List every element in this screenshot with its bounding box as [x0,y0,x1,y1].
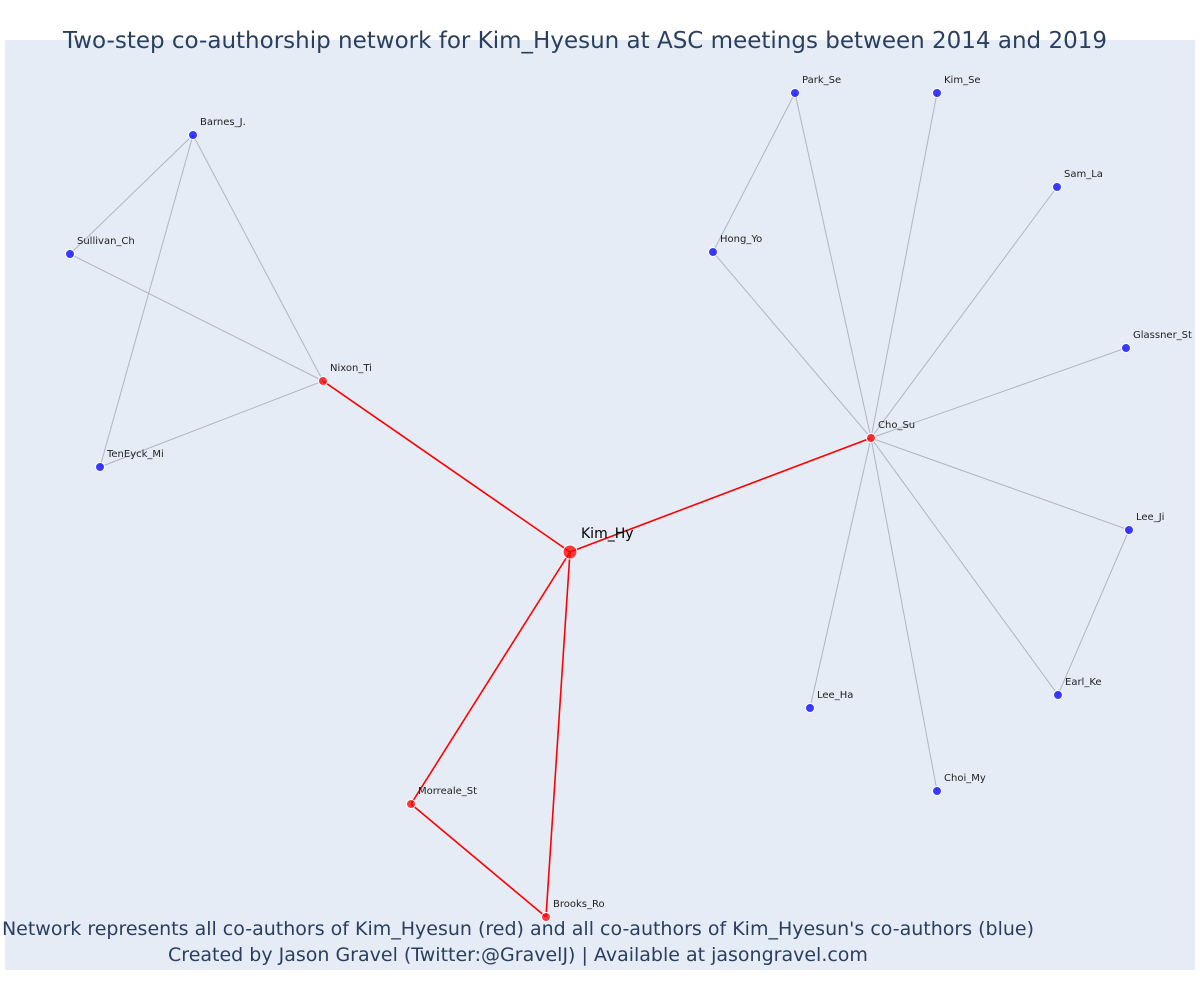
edge-Kim_Hy-Brooks_Ro [545,551,571,918]
plot-background [5,40,1195,970]
node-label-TenEyck_Mi: TenEyck_Mi [106,449,164,460]
node-Hong_Yo[interactable] [708,247,718,257]
node-label-Barnes_J: Barnes_J. [200,117,246,128]
footer-line-1: Network represents all co-authors of Kim… [1,918,1035,940]
node-Sullivan_Ch[interactable] [65,249,75,259]
edge-Nixon_Ti-TenEyck_Mi [99,380,324,468]
edge-Barnes_J-Sullivan_Ch [69,134,194,255]
edge-Lee_Ji-Earl_Ke [1057,529,1130,696]
node-Earl_Ke[interactable] [1053,690,1063,700]
node-Kim_Se[interactable] [932,88,942,98]
node-label-Kim_Se: Kim_Se [944,75,981,86]
edge-Barnes_J-TenEyck_Mi [99,134,194,468]
node-Brooks_Ro[interactable] [541,912,551,922]
edge-Nixon_Ti-Sullivan_Ch [69,253,324,382]
network-title: Two-step co-authorship network for Kim_H… [63,28,1107,54]
node-Cho_Su[interactable] [866,433,876,443]
edge-Cho_Su-Hong_Yo [712,251,872,439]
edge-Kim_Hy-Cho_Su [569,437,872,553]
node-label-Lee_Ji: Lee_Ji [1136,512,1164,523]
node-label-Glassner_St: Glassner_St [1133,330,1192,341]
footer-line-2: Created by Jason Gravel (Twitter:@Gravel… [168,944,868,966]
node-label-Cho_Su: Cho_Su [878,420,915,431]
node-label-Hong_Yo: Hong_Yo [720,234,762,245]
edge-Morreale_St-Brooks_Ro [410,803,547,918]
edge-Kim_Hy-Morreale_St [410,551,571,805]
node-Park_Se[interactable] [790,88,800,98]
node-label-Sam_La: Sam_La [1064,169,1103,180]
node-Glassner_St[interactable] [1121,343,1131,353]
node-Sam_La[interactable] [1052,182,1062,192]
edge-Nixon_Ti-Barnes_J [192,134,324,382]
node-label-Sullivan_Ch: Sullivan_Ch [77,236,135,247]
node-Nixon_Ti[interactable] [318,376,328,386]
edge-Cho_Su-Lee_Ji [870,437,1130,531]
edge-Cho_Su-Choi_My [870,437,938,792]
edge-Cho_Su-Glassner_St [870,347,1127,439]
node-Lee_Ha[interactable] [805,703,815,713]
label-layer: Kim_Hy Nixon_TiCho_SuMorreale_StBrooks_Ro… [77,75,1192,910]
edge-layer [69,92,1130,918]
node-Kim_Hy[interactable] [562,544,578,560]
node-label-Morreale_St: Morreale_St [418,786,477,797]
node-label-Kim_Hy: Kim_Hy [581,526,634,542]
node-Barnes_J[interactable] [188,130,198,140]
edge-Kim_Hy-Nixon_Ti [322,380,571,553]
node-label-Brooks_Ro: Brooks_Ro [553,899,605,910]
node-label-Park_Se: Park_Se [802,75,841,86]
node-label-Earl_Ke: Earl_Ke [1065,677,1102,688]
node-label-Lee_Ha: Lee_Ha [817,690,853,701]
edge-Cho_Su-Sam_La [870,186,1058,439]
edge-Cho_Su-Park_Se [794,92,872,439]
edge-Cho_Su-Kim_Se [870,92,938,439]
node-Morreale_St[interactable] [406,799,416,809]
node-label-Choi_My: Choi_My [944,773,986,784]
node-label-Nixon_Ti: Nixon_Ti [330,363,372,374]
edge-Park_Se-Hong_Yo [712,92,796,253]
node-layer [65,88,1134,922]
node-Lee_Ji[interactable] [1124,525,1134,535]
node-TenEyck_Mi[interactable] [95,462,105,472]
edge-Cho_Su-Earl_Ke [870,437,1059,696]
node-Choi_My[interactable] [932,786,942,796]
edge-Cho_Su-Lee_Ha [809,437,872,709]
